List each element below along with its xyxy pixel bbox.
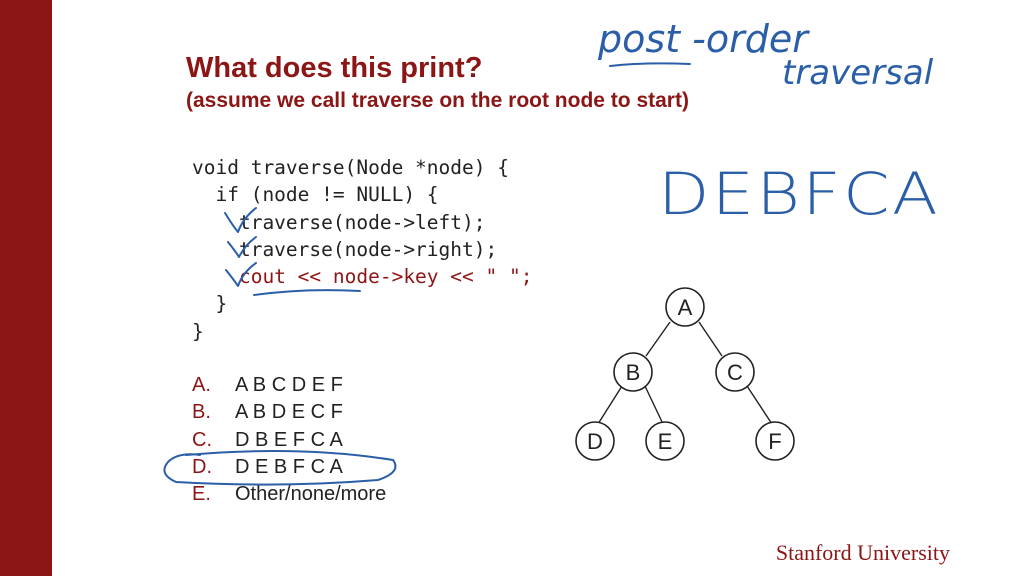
option-b: B. A B D E C F — [192, 399, 386, 426]
option-a: A. A B C D E F — [192, 372, 386, 399]
option-letter: B. — [192, 401, 211, 424]
option-text: A B D E C F — [235, 401, 343, 424]
code-line: traverse(node->left); — [192, 210, 486, 234]
tree-node-label: C — [727, 360, 743, 385]
tree-edge — [597, 385, 623, 425]
university-wordmark: Stanford University — [775, 540, 950, 565]
tree-node-c — [715, 352, 755, 392]
slide-title: What does this print? — [186, 52, 483, 84]
option-letter: A. — [192, 374, 211, 396]
tree-edge — [698, 321, 723, 357]
option-e: E. Other/none/more — [192, 481, 386, 508]
option-c: C. D B E F C A — [192, 427, 386, 454]
code-line: traverse(node->right); — [192, 237, 498, 261]
code-line: if (node != NULL) { — [192, 183, 439, 207]
tree-node-b — [613, 352, 653, 392]
tree-edge — [644, 385, 664, 425]
tree-node-label: A — [678, 295, 693, 320]
tree-node-d — [575, 421, 615, 461]
option-text: D B E F C A — [235, 428, 343, 451]
tree-node-f — [755, 421, 795, 461]
code-line: } — [192, 292, 228, 316]
tree-node-label: E — [658, 429, 673, 454]
option-letter: C. — [192, 428, 212, 451]
code-line: void traverse(Node *node) { — [192, 156, 509, 179]
tree-edge — [645, 321, 671, 357]
option-text: A B C D E F — [235, 374, 343, 396]
code-line: } — [192, 319, 204, 343]
tree-node-label: F — [768, 429, 781, 454]
tree-node-label: B — [626, 360, 641, 385]
slide-subtitle: (assume we call traverse on the root nod… — [186, 89, 689, 112]
option-letter: E. — [192, 483, 211, 506]
left-accent-bar — [0, 0, 52, 576]
tree-edge — [746, 385, 773, 425]
tree-node-e — [645, 421, 685, 461]
tree-node-a — [665, 287, 705, 327]
tree-node-label: D — [587, 429, 603, 454]
option-text: Other/none/more — [235, 483, 387, 506]
